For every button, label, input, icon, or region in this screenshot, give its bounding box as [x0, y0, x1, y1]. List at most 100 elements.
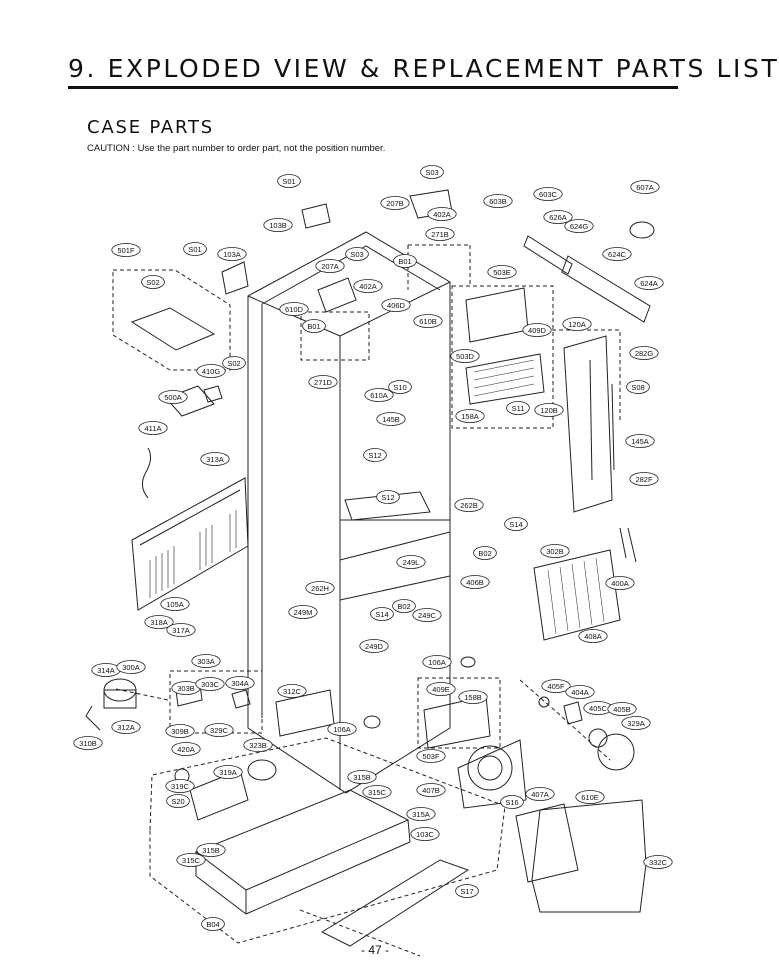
part-label-bubble — [396, 555, 426, 569]
part-label-bubble — [204, 723, 234, 737]
part-label-text: 500A — [164, 393, 182, 402]
part-label-text: 315C — [368, 788, 387, 797]
part-label: 262B — [454, 498, 484, 512]
part-label-text: 314A — [97, 666, 115, 675]
part-label: 503F — [416, 749, 446, 763]
part-label: 610B — [413, 314, 443, 328]
page-number: - 47 - — [360, 943, 389, 957]
part-label-text: 323B — [249, 741, 267, 750]
part-label-text: 120A — [568, 320, 586, 329]
part-label: S02 — [222, 356, 246, 370]
part-label-text: 103C — [416, 830, 435, 839]
part-label-text: 626A — [549, 213, 567, 222]
part-label-bubble — [564, 219, 594, 233]
part-label: 312C — [277, 684, 307, 698]
part-label-bubble — [506, 401, 530, 415]
part-label: S01 — [183, 242, 207, 256]
part-label: 323B — [243, 738, 273, 752]
part-label-bubble — [138, 421, 168, 435]
back-panel — [131, 477, 249, 611]
part-label-text: B01 — [307, 322, 320, 331]
part-label-text: 503D — [456, 352, 475, 361]
part-label-bubble — [388, 380, 412, 394]
part-label-text: 145B — [382, 415, 400, 424]
part-label: 404A — [565, 685, 595, 699]
part-label: 624C — [602, 247, 632, 261]
part-label-text: 407A — [531, 790, 549, 799]
part-label-text: 610A — [370, 391, 388, 400]
part-label-bubble — [483, 194, 513, 208]
part-label-bubble — [460, 575, 490, 589]
part-label-bubble — [279, 302, 309, 316]
part-label-bubble — [381, 298, 411, 312]
part-label: 313A — [200, 452, 230, 466]
part-label-bubble — [543, 210, 573, 224]
part-label-text: S03 — [350, 250, 363, 259]
part-label: 303C — [195, 677, 225, 691]
part-label-text: 409E — [432, 685, 450, 694]
part-label-bubble — [116, 660, 146, 674]
part-label-bubble — [160, 597, 190, 611]
part-label: 420A — [171, 742, 201, 756]
part-label: 103C — [410, 827, 440, 841]
part-label: 624G — [564, 219, 594, 233]
part-label: 319C — [165, 779, 195, 793]
part-label-bubble — [416, 749, 446, 763]
part-label-text: 317A — [172, 626, 190, 635]
part-label-bubble — [412, 608, 442, 622]
part-label-bubble — [141, 275, 165, 289]
part-label-bubble — [308, 375, 338, 389]
part-label-text: S14 — [375, 610, 388, 619]
part-label: 312A — [111, 720, 141, 734]
part-label: 207B — [380, 196, 410, 210]
part-label-bubble — [522, 323, 552, 337]
part-label-text: 501F — [117, 246, 135, 255]
part-label-bubble — [376, 490, 400, 504]
part-label-text: 319A — [219, 768, 237, 777]
part-label-text: 262B — [460, 501, 478, 510]
part-label: 120A — [562, 317, 592, 331]
part-label-bubble — [243, 738, 273, 752]
part-label: 249D — [359, 639, 389, 653]
part-label: 624A — [634, 276, 664, 290]
part-label: 300A — [116, 660, 146, 674]
part-label-text: 304A — [231, 679, 249, 688]
part-label-text: 303B — [177, 684, 195, 693]
part-label: 207A — [315, 259, 345, 273]
part-label-bubble — [111, 243, 141, 257]
part-label-bubble — [353, 279, 383, 293]
part-label: 249M — [288, 605, 318, 619]
part-label: 503E — [487, 265, 517, 279]
part-label-text: S01 — [282, 177, 295, 186]
part-label-bubble — [487, 265, 517, 279]
part-label: 315B — [196, 843, 226, 857]
part-label-text: 405C — [589, 704, 608, 713]
part-label-bubble — [626, 380, 650, 394]
part-label-text: S17 — [460, 887, 473, 896]
part-label-text: 402A — [433, 210, 451, 219]
part-label: 271D — [308, 375, 338, 389]
part-label-text: 315B — [353, 773, 371, 782]
part-label-text: 329C — [210, 726, 229, 735]
part-label-bubble — [525, 787, 555, 801]
part-label: B02 — [392, 599, 416, 613]
part-label-text: S12 — [381, 493, 394, 502]
part-label: 603B — [483, 194, 513, 208]
part-label-text: 404A — [571, 688, 589, 697]
part-label-text: 503F — [422, 752, 440, 761]
part-label: S10 — [388, 380, 412, 394]
part-label-bubble — [455, 409, 485, 423]
part-label-text: 249D — [365, 642, 384, 651]
part-label-bubble — [213, 765, 243, 779]
part-label-text: 607A — [636, 183, 654, 192]
part-label: S16 — [500, 795, 524, 809]
part-label-bubble — [166, 623, 196, 637]
part-label-text: 282F — [635, 475, 653, 484]
part-label: 105A — [160, 597, 190, 611]
part-label: B02 — [473, 546, 497, 560]
part-label: B01 — [393, 254, 417, 268]
part-label: 402A — [427, 207, 457, 221]
part-label-text: 310B — [79, 739, 97, 748]
part-label-text: 407B — [422, 786, 440, 795]
part-label-text: 624A — [640, 279, 658, 288]
